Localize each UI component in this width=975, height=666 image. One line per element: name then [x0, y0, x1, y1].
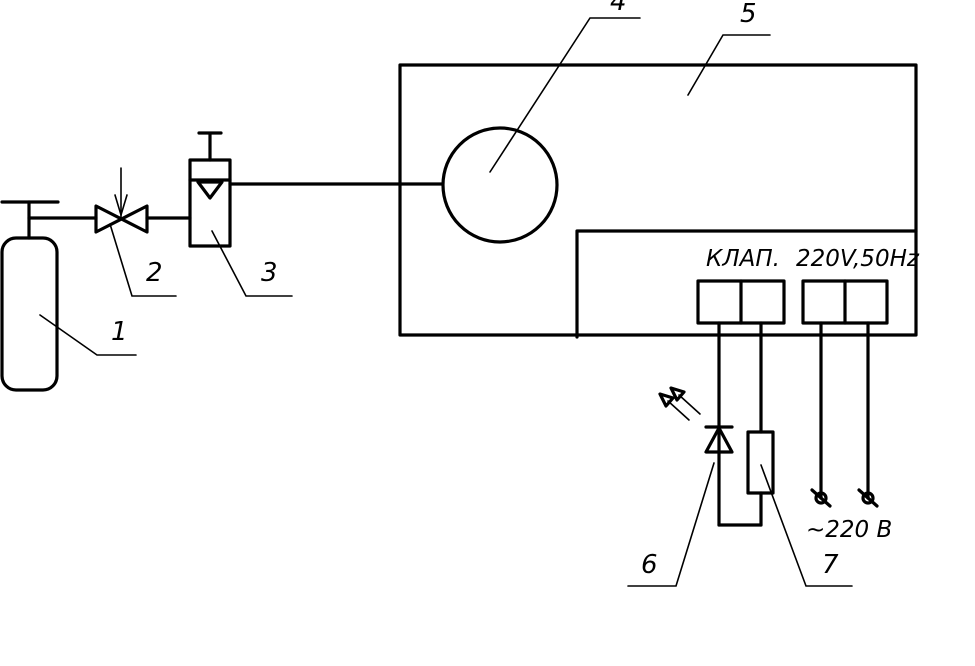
- led-indicator: [658, 386, 734, 454]
- callout-4: 4: [610, 0, 627, 17]
- valve-terminal-block: [696, 279, 786, 325]
- callout-1: 1: [111, 317, 128, 347]
- power-terminal-block: [801, 279, 889, 325]
- power-wiring: [810, 321, 879, 508]
- power-terminal-label: 220V,50Hz: [796, 246, 920, 272]
- callout-5: 5: [740, 0, 757, 29]
- instrument-housing: [398, 63, 918, 339]
- valve-wiring: [717, 321, 763, 527]
- valve-terminal-label: КЛАП.: [706, 246, 780, 272]
- leader-4: [489, 17, 641, 173]
- leader-lines: [39, 17, 853, 587]
- callout-7: 7: [822, 550, 839, 580]
- leader-7: [760, 464, 853, 587]
- supply-voltage-label: ~220 В: [806, 517, 892, 543]
- sensor-chamber: [441, 126, 559, 244]
- needle-valve: [94, 167, 149, 234]
- leader-3: [211, 230, 293, 297]
- leader-5: [687, 34, 771, 96]
- flowmeter: [188, 131, 232, 248]
- callout-3: 3: [261, 258, 278, 288]
- callout-6: 6: [641, 550, 658, 580]
- callout-2: 2: [146, 258, 163, 288]
- leader-6: [627, 462, 715, 587]
- resistor: [746, 430, 775, 495]
- leader-1: [39, 314, 137, 356]
- gas-cylinder: [0, 200, 60, 392]
- leader-2: [109, 223, 177, 297]
